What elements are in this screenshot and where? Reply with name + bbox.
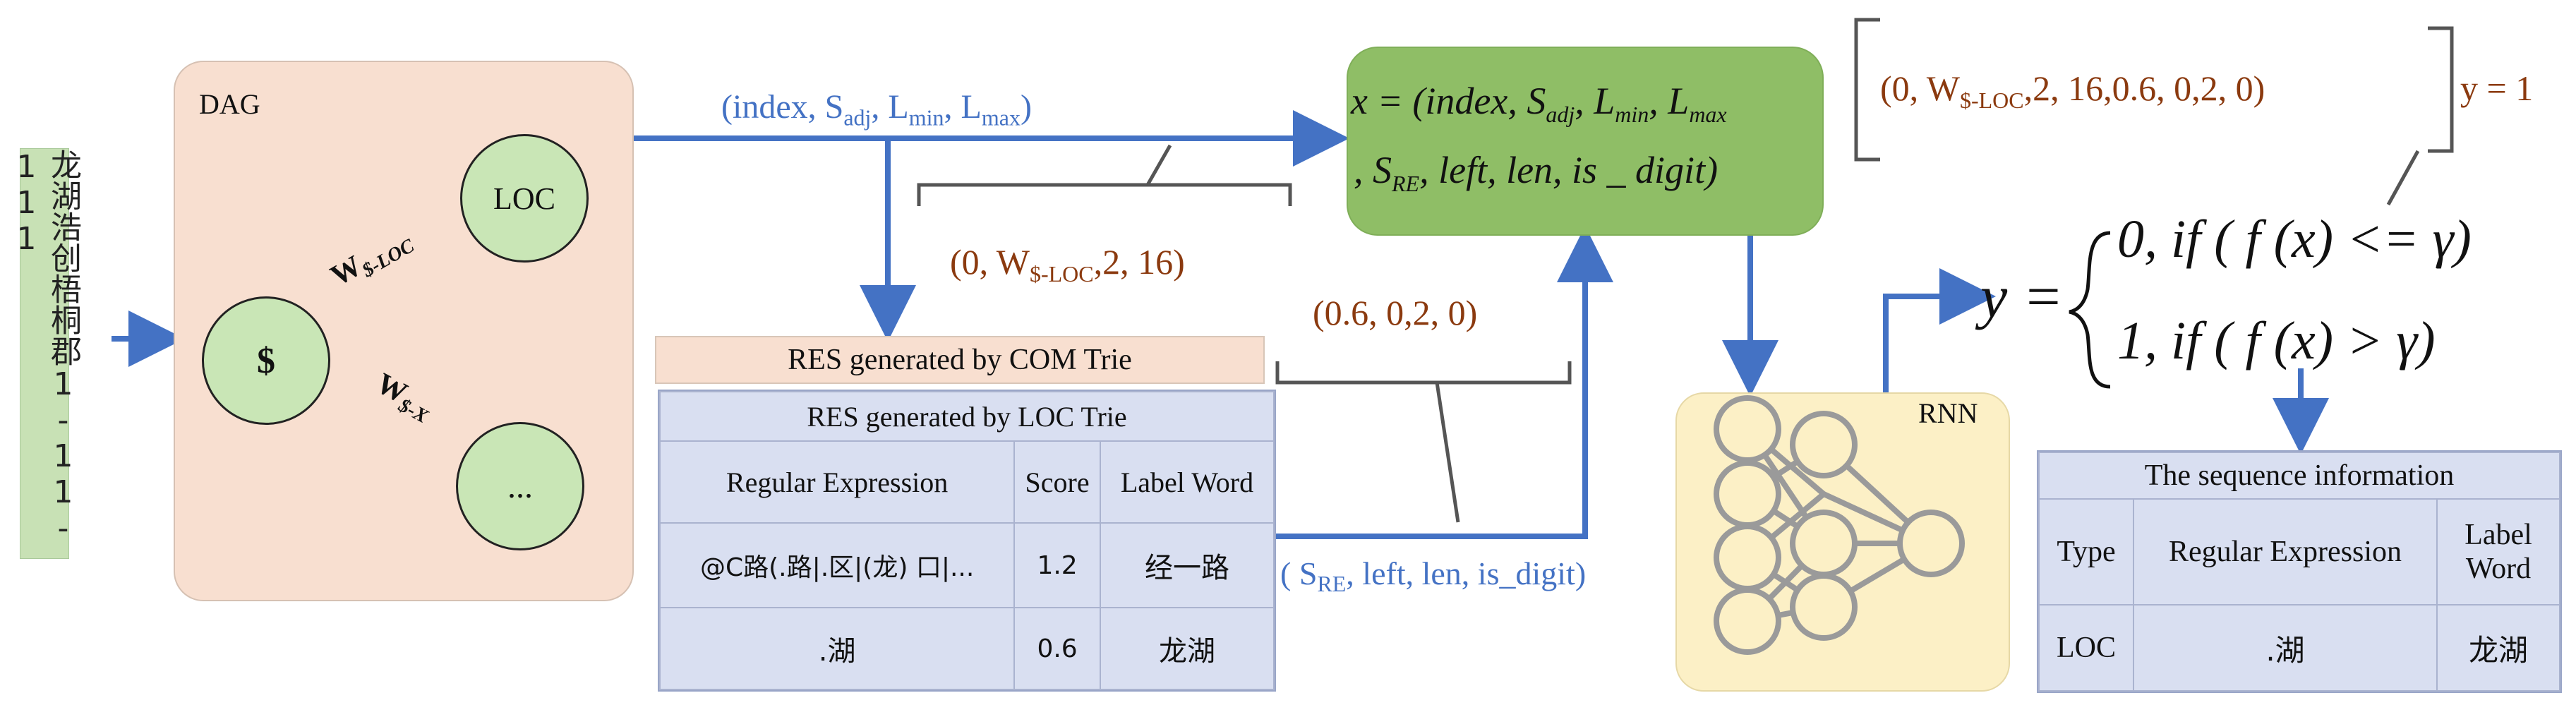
node-root: $	[202, 296, 330, 425]
equation-row-1: 0, if ( f (x) <= γ)	[2117, 210, 2472, 269]
equation-brace	[2069, 231, 2111, 389]
vector-line-1: x = (index, Sadj, Lmin, Lmax	[1351, 80, 1727, 127]
label-value: y = 1	[2460, 68, 2534, 108]
dag-title: DAG	[199, 88, 260, 120]
res-com-title: RES generated by COM Trie	[655, 336, 1265, 384]
node-loc: LOC	[460, 134, 589, 263]
res-loc-table: RES generated by LOC Trie Regular Expres…	[658, 390, 1276, 692]
vector-value: (0, W$-LOC,2, 16,0.6, 0,2, 0)	[1880, 68, 2265, 113]
rnn-panel	[1675, 392, 2010, 692]
flow-label-dag: (index, Sadj, Lmin, Lmax)	[721, 88, 1032, 131]
feature-vector-box	[1347, 47, 1824, 236]
vector-line-2: , SRE, left, len, is _ digit)	[1354, 149, 1719, 196]
equation-row-2: 1, if ( f (x) > γ)	[2117, 311, 2436, 370]
res-col-header: Regular Expression	[658, 440, 1016, 524]
res-col-header: Score	[1013, 440, 1101, 524]
arrow-res-to-vector	[1273, 226, 1613, 539]
re-value: (0.6, 0,2, 0)	[1313, 293, 1478, 332]
input-text-box: 龙湖浩创梧桐郡1-11-111	[8, 148, 81, 559]
res-col-header: Label Word	[1099, 440, 1275, 524]
seq-col-header: Label Word	[2436, 498, 2560, 605]
dag-value: (0, W$-LOC,2, 16)	[950, 242, 1185, 287]
arrow-rnn-to-equation	[1883, 268, 1996, 392]
table-row: .湖 0.6 龙湖	[658, 607, 1275, 690]
equation-lhs: y =	[1980, 263, 2064, 330]
table-row: LOC .湖 龙湖	[2038, 604, 2560, 692]
re-flow-label: ( SRE, left, len, is_digit)	[1280, 555, 1587, 597]
bracket-vector-value	[1854, 18, 1880, 162]
seq-col-header: Type	[2038, 498, 2134, 605]
node-other: ...	[456, 422, 584, 550]
sequence-table-title: The sequence information	[2038, 452, 2560, 500]
seq-col-header: Regular Expression	[2133, 498, 2438, 605]
input-text: 龙湖浩创梧桐郡1-11-111	[8, 149, 81, 546]
bracket-dag-value	[917, 183, 1292, 206]
table-row: @C路(.路|.区|(龙) 口|... 1.2 经一路	[658, 522, 1275, 608]
bracket-label-value	[2428, 26, 2454, 153]
res-loc-title: RES generated by LOC Trie	[659, 391, 1275, 442]
sequence-table: The sequence information Type Regular Ex…	[2037, 450, 2562, 693]
bracket-re-value	[1275, 361, 1572, 385]
rnn-label: RNN	[1918, 397, 1978, 429]
